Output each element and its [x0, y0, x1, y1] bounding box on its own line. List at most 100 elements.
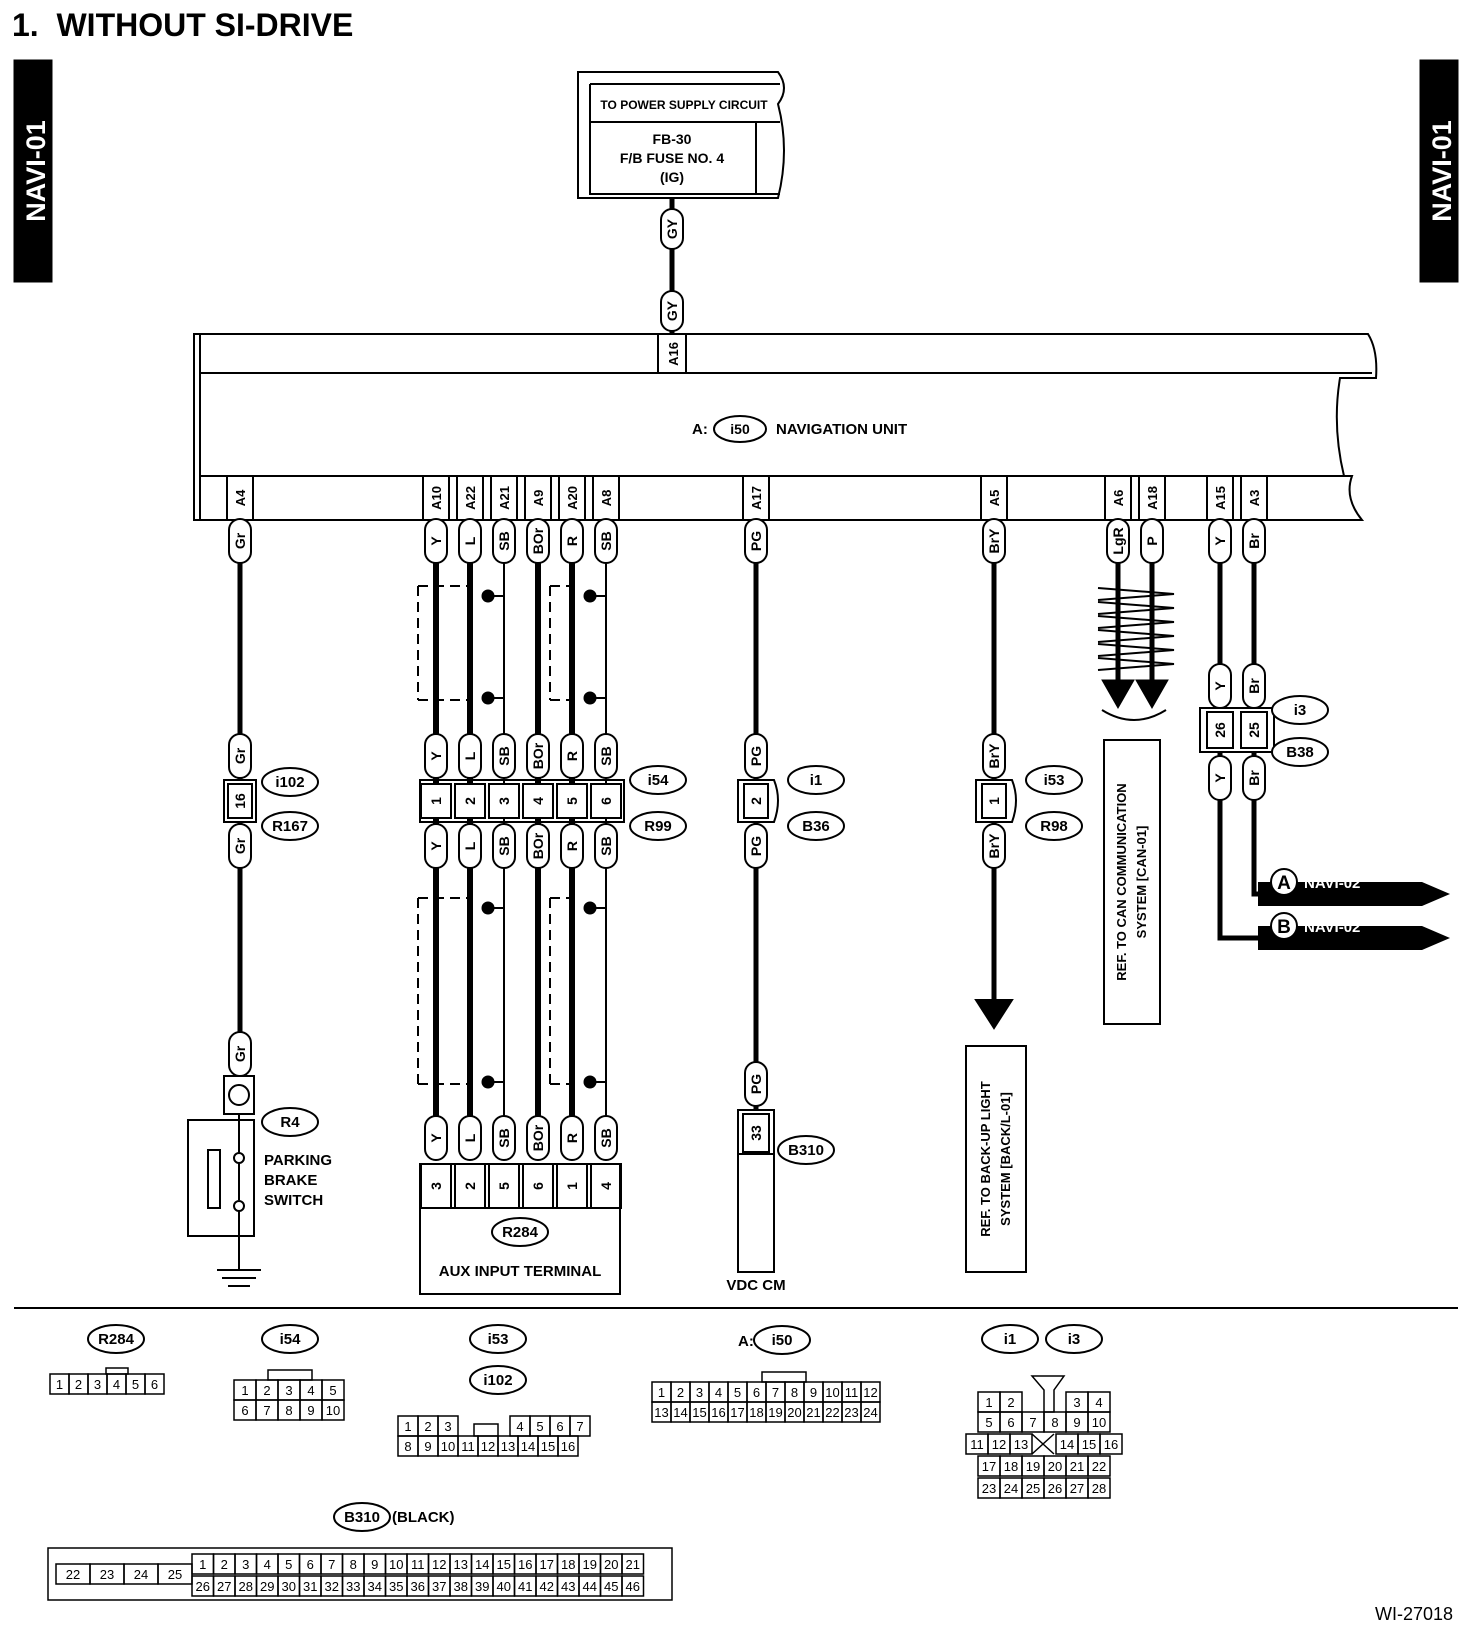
svg-text:3: 3	[242, 1557, 249, 1572]
svg-text:SB: SB	[598, 836, 614, 855]
svg-text:R284: R284	[98, 1331, 135, 1348]
svg-text:10: 10	[1092, 1415, 1106, 1430]
svg-text:12: 12	[863, 1385, 877, 1400]
svg-text:i50: i50	[730, 421, 750, 437]
wire-color-label: Gr	[228, 518, 252, 564]
twisted-pair-mark	[1097, 657, 1175, 671]
connector-pin-label: 4	[530, 797, 546, 805]
svg-text:Gr: Gr	[232, 837, 248, 854]
connector-pin	[454, 783, 486, 819]
svg-text:FB-30: FB-30	[653, 131, 692, 147]
svg-text:2: 2	[75, 1377, 82, 1392]
svg-text:15: 15	[541, 1439, 555, 1454]
wire-color-label: BOr	[526, 823, 550, 869]
connector-id: i3	[1045, 1324, 1103, 1354]
svg-text:9: 9	[810, 1385, 817, 1400]
svg-text:2: 2	[424, 1419, 431, 1434]
svg-text:i1: i1	[1004, 1331, 1017, 1348]
unit-pin-A15	[1206, 475, 1234, 521]
connector-pin	[742, 1113, 770, 1153]
svg-text:Gr: Gr	[232, 532, 248, 549]
connector-pin	[981, 783, 1007, 819]
svg-text:4: 4	[113, 1377, 120, 1392]
svg-text:R167: R167	[272, 818, 308, 835]
svg-text:10: 10	[825, 1385, 839, 1400]
svg-text:24: 24	[1004, 1481, 1018, 1496]
svg-text:BrY: BrY	[986, 743, 1002, 769]
svg-text:22: 22	[66, 1567, 80, 1582]
wire-color-label: Y	[1208, 518, 1232, 564]
svg-text:1: 1	[199, 1557, 206, 1572]
svg-text:36: 36	[411, 1579, 425, 1594]
svg-text:6: 6	[307, 1557, 314, 1572]
svg-text:B36: B36	[802, 818, 830, 835]
wire-color-label: SB	[594, 733, 618, 779]
svg-text:i50: i50	[772, 1332, 793, 1349]
wire-color-label: BrY	[982, 823, 1006, 869]
unit-pin-label: A21	[497, 486, 512, 510]
svg-text:F/B FUSE NO. 4: F/B FUSE NO. 4	[620, 150, 724, 166]
svg-text:L: L	[462, 841, 478, 850]
connector-id: i102	[261, 767, 319, 797]
svg-text:1: 1	[241, 1383, 248, 1398]
connector-pin-label: 33	[748, 1125, 764, 1141]
unit-pin-A18	[1138, 475, 1166, 521]
twisted-pair-mark	[1097, 629, 1175, 643]
connector-pin-label: 25	[1246, 722, 1262, 738]
svg-text:A:: A:	[692, 421, 708, 438]
navi02-link-a[interactable]: A NAVI-02	[1258, 868, 1450, 906]
svg-text:BOr: BOr	[530, 832, 546, 859]
connector-id: R98	[1025, 811, 1083, 841]
svg-text:VDC CM: VDC CM	[726, 1277, 785, 1294]
connector-pin	[1240, 711, 1268, 749]
connector-id: i102	[469, 1365, 527, 1395]
svg-text:NAVIGATION UNIT: NAVIGATION UNIT	[776, 421, 907, 438]
wire-color-label: Y	[424, 518, 448, 564]
svg-text:(IG): (IG)	[660, 169, 684, 185]
wire-color-label: Br	[1242, 518, 1266, 564]
navi02-link-b[interactable]: B NAVI-02	[1258, 912, 1450, 950]
svg-text:1: 1	[658, 1385, 665, 1400]
connector-pin	[590, 783, 622, 819]
wire-color-label: BOr	[526, 733, 550, 779]
connector-pin	[556, 783, 588, 819]
unit-pin-label: A3	[1247, 490, 1262, 507]
svg-text:PG: PG	[748, 1074, 764, 1094]
svg-text:8: 8	[1051, 1415, 1058, 1430]
svg-text:1: 1	[56, 1377, 63, 1392]
shield-drain	[488, 556, 505, 730]
wire-color-label: BrY	[982, 518, 1006, 564]
connector-id: R284	[491, 1217, 549, 1247]
unit-pin-A21	[490, 475, 518, 521]
wire-color-label: SB	[492, 1115, 516, 1161]
twisted-pair-mark	[1097, 643, 1175, 657]
svg-text:28: 28	[1092, 1481, 1106, 1496]
power-supply-box: TO POWER SUPPLY CIRCUIT FB-30 F/B FUSE N…	[577, 71, 785, 199]
svg-text:BrY: BrY	[986, 528, 1002, 554]
wire-color-label: SB	[492, 733, 516, 779]
svg-text:35: 35	[389, 1579, 403, 1594]
svg-text:5: 5	[132, 1377, 139, 1392]
wire-color-label: PG	[744, 518, 768, 564]
wire-color-label: Br	[1242, 755, 1266, 801]
diagram-title: 1. WITHOUT SI-DRIVE	[12, 7, 353, 43]
svg-text:L: L	[462, 536, 478, 545]
svg-text:17: 17	[730, 1405, 744, 1420]
svg-text:PG: PG	[748, 746, 764, 766]
svg-text:3: 3	[1073, 1395, 1080, 1410]
svg-text:11: 11	[411, 1557, 425, 1572]
connector-id: i50	[753, 1325, 811, 1355]
twisted-pair-mark	[1097, 615, 1175, 629]
svg-text:13: 13	[654, 1405, 668, 1420]
inline-connectors: GrGr16GrGri102R167R4YYYY3LLLL2SBSBSBSB5B…	[87, 518, 1329, 1532]
unit-pin-A8	[592, 475, 620, 521]
shield-drain	[488, 868, 505, 1114]
svg-text:4: 4	[264, 1557, 271, 1572]
svg-text:15: 15	[692, 1405, 706, 1420]
